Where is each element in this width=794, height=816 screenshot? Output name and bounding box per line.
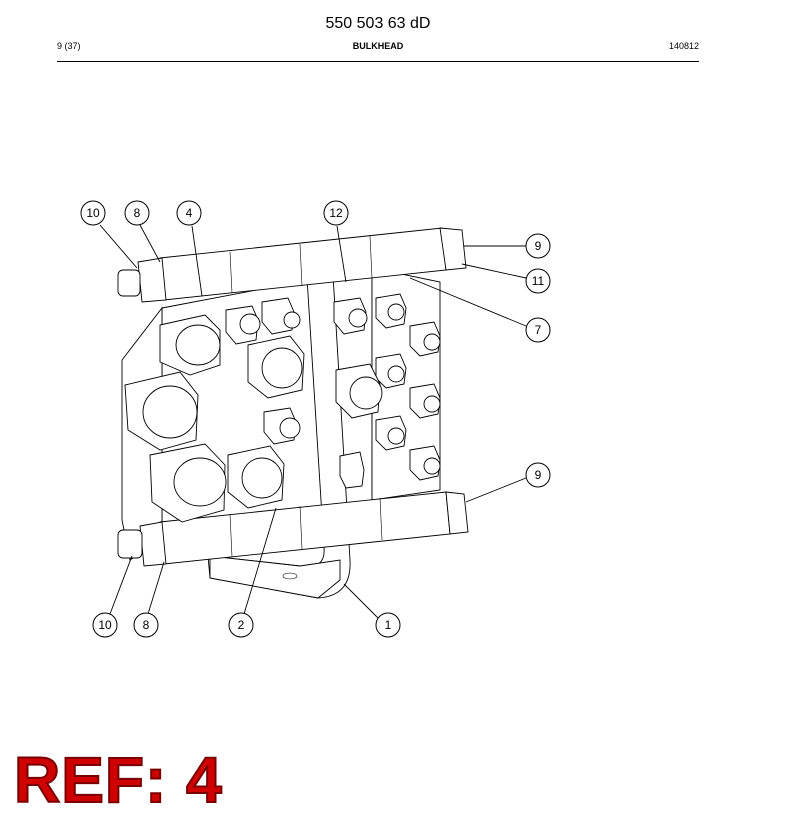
callout-label: 11 xyxy=(532,274,545,288)
callout-7: 7 xyxy=(525,317,551,343)
callout-10-top: 10 xyxy=(80,200,106,226)
callout-12: 12 xyxy=(323,200,349,226)
callout-label: 9 xyxy=(535,468,542,482)
callout-2: 2 xyxy=(228,612,254,638)
bottom-tie-rod xyxy=(117,491,469,567)
callout-1: 1 xyxy=(375,612,401,638)
date-code: 140812 xyxy=(668,41,699,51)
small-fittings xyxy=(225,293,441,489)
callout-label: 1 xyxy=(385,618,392,632)
callout-10-bottom: 10 xyxy=(92,612,118,638)
top-tie-rod xyxy=(117,227,467,303)
leader-lines xyxy=(99,224,527,619)
callout-label: 4 xyxy=(186,206,193,220)
callout-11: 11 xyxy=(525,268,551,294)
large-fittings xyxy=(124,314,305,523)
callout-9-top: 9 xyxy=(525,233,551,259)
callout-8-bottom: 8 xyxy=(133,612,159,638)
bracket xyxy=(207,239,351,599)
callout-9-bottom: 9 xyxy=(525,462,551,488)
ref-label: REF: 4 xyxy=(13,744,223,816)
callout-label: 8 xyxy=(134,206,141,220)
callout-label: 9 xyxy=(535,239,542,253)
callout-label: 2 xyxy=(238,618,245,632)
header-divider xyxy=(57,61,699,62)
callout-label: 10 xyxy=(98,618,112,632)
callout-8-top: 8 xyxy=(124,200,150,226)
callout-label: 7 xyxy=(535,323,542,337)
section-title: BULKHEAD xyxy=(352,41,404,51)
header-row: 9 (37) BULKHEAD 140812 xyxy=(57,41,699,55)
page-reference: 9 (37) xyxy=(57,41,81,51)
document-number: 550 503 63 dD xyxy=(325,15,431,32)
callout-label: 8 xyxy=(143,618,150,632)
callout-label: 12 xyxy=(329,206,343,220)
callout-4: 4 xyxy=(176,200,202,226)
callout-label: 10 xyxy=(86,206,100,220)
